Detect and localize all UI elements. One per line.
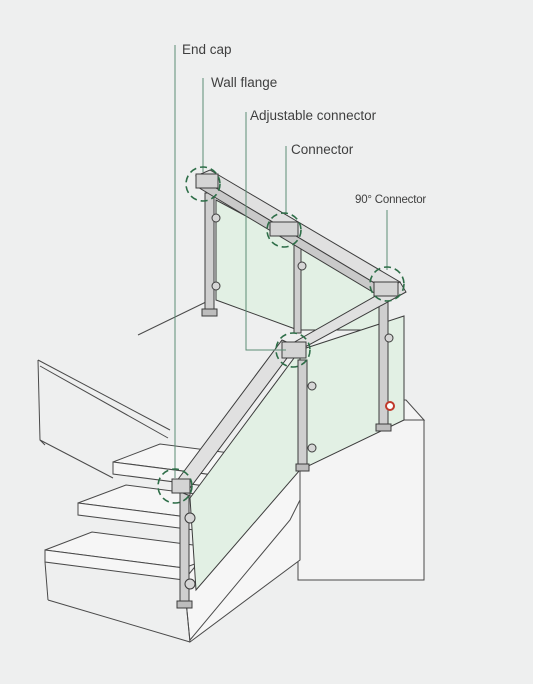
label-90-connector: 90° Connector [355,194,427,206]
callout-adjustable-connector [275,332,311,368]
leader-lines [174,45,388,478]
callout-wall-flange [185,166,221,202]
callout-90-connector [369,266,405,302]
callout-connector [266,212,302,248]
label-end-cap: End cap [182,42,232,57]
callout-circles [157,166,405,504]
label-connector: Connector [291,142,354,157]
base-plates [176,308,392,609]
leader-adjustable-connector [245,112,286,351]
callout-end-cap [157,468,193,504]
glass-clamps [184,213,394,590]
upper-structure [37,300,209,479]
rail-fittings [171,173,399,494]
label-adjustable-connector: Adjustable connector [250,108,377,123]
red-fixing-marker [385,401,395,411]
label-wall-flange: Wall flange [211,75,278,90]
